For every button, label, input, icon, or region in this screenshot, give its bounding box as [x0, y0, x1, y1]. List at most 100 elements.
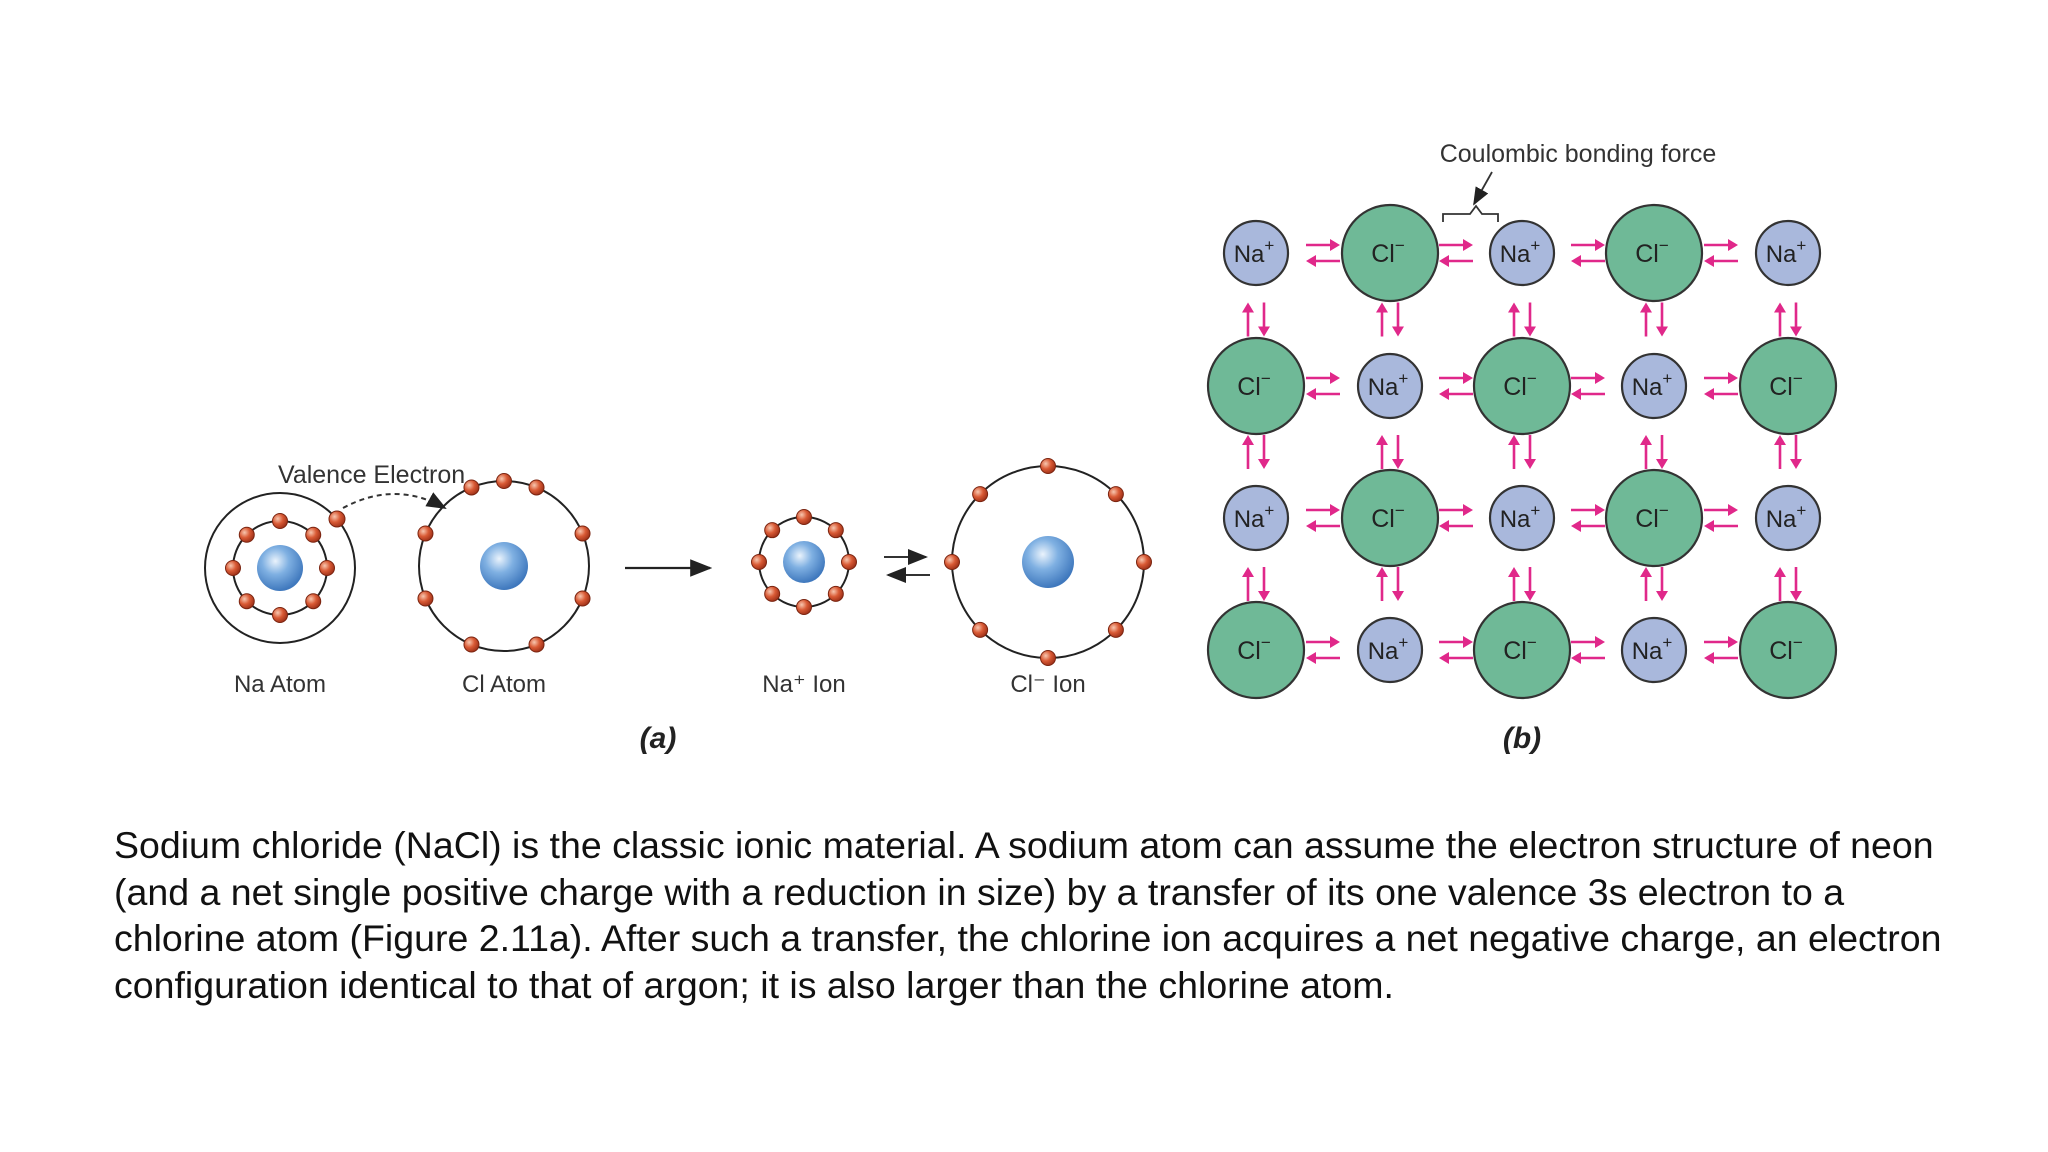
attraction-arrow — [1571, 504, 1605, 516]
attraction-arrow — [1242, 302, 1254, 337]
panel-b-ionic-lattice: Na+Cl−Na+Cl−Na+Cl−Na+Cl−Na+Cl−Na+Cl−Na+C… — [1206, 171, 1838, 700]
cl-ion: Cl− — [1604, 468, 1704, 568]
nucleus — [480, 542, 528, 590]
attraction-arrow — [1392, 567, 1404, 601]
attraction-arrow — [1640, 435, 1652, 469]
force-bracket — [1442, 204, 1499, 222]
na-atom-label: Na Atom — [234, 671, 326, 698]
na-ion: Na+ — [1356, 352, 1424, 420]
attraction-arrow — [1258, 435, 1270, 469]
electron — [238, 526, 255, 543]
attraction-arrow — [1524, 435, 1536, 469]
attraction-arrow — [1306, 636, 1340, 648]
attraction-arrow — [1774, 435, 1786, 469]
electron — [574, 525, 591, 542]
cl-ion: Cl− — [1472, 600, 1572, 700]
electron — [751, 554, 767, 570]
electron — [417, 525, 434, 542]
attraction-arrow — [1704, 652, 1738, 664]
cl-ion: Cl− — [1604, 203, 1704, 303]
attraction-arrow — [1439, 520, 1473, 532]
cl-ion: Cl− — [1472, 336, 1572, 436]
nucleus — [783, 541, 825, 583]
electron — [764, 522, 781, 539]
attraction-arrow — [1306, 520, 1340, 532]
cl-ion-symbol: Cl− — [1635, 236, 1669, 268]
electron — [528, 479, 545, 496]
electron — [1040, 650, 1056, 666]
attraction-arrow — [1656, 435, 1668, 469]
nucleus — [257, 545, 303, 591]
attraction-arrow — [1571, 652, 1605, 664]
cl-ion: Cl− — [1738, 336, 1838, 436]
electron — [496, 473, 512, 489]
cl-ion: Cl− — [1738, 600, 1838, 700]
attraction-arrow — [1704, 520, 1738, 532]
electron — [972, 486, 989, 503]
attraction-arrow — [1392, 435, 1404, 469]
attraction-arrow — [1258, 302, 1270, 337]
electron — [1107, 486, 1124, 503]
cl-ion-label: Cl⁻ Ion — [1010, 671, 1085, 698]
attraction-arrow — [1242, 435, 1254, 469]
attraction-arrow — [1571, 372, 1605, 384]
attraction-arrow — [1376, 567, 1388, 601]
attraction-arrow — [1439, 388, 1473, 400]
electron — [272, 607, 288, 623]
electron — [305, 593, 322, 610]
attraction-arrow — [1439, 636, 1473, 648]
na-ion: Na+ — [1620, 352, 1688, 420]
electron — [463, 636, 480, 653]
attraction-arrow — [1439, 652, 1473, 664]
na-ion: Na+ — [1488, 484, 1556, 552]
electron — [1040, 458, 1056, 474]
attraction-arrow — [1704, 239, 1738, 251]
attraction-arrow — [1571, 636, 1605, 648]
na-outer-shell — [204, 492, 356, 644]
attraction-arrow — [1306, 388, 1340, 400]
attraction-arrow — [1439, 239, 1473, 251]
electron — [841, 554, 857, 570]
attraction-arrow — [1640, 302, 1652, 337]
attraction-arrow — [1704, 372, 1738, 384]
electron — [972, 621, 989, 638]
electron — [1136, 554, 1152, 570]
electron — [305, 526, 322, 543]
electron — [463, 479, 480, 496]
na-ion: Na+ — [1222, 219, 1290, 287]
electron — [944, 554, 960, 570]
attraction-arrow — [1508, 302, 1520, 337]
valence-electron-label: Valence Electron — [278, 461, 465, 489]
attraction-arrow — [1439, 504, 1473, 516]
electron — [417, 590, 434, 607]
attraction-arrow — [1376, 302, 1388, 337]
electron — [272, 513, 288, 529]
valence-transfer-arrow — [342, 492, 447, 509]
panel-a-electron-transfer — [204, 458, 1152, 666]
cl-ion: Cl− — [1340, 203, 1440, 303]
nucleus — [1022, 536, 1074, 588]
electron — [764, 585, 781, 602]
electron — [238, 593, 255, 610]
cl-atom-label: Cl Atom — [462, 671, 546, 698]
attraction-arrow — [1704, 504, 1738, 516]
figure-caption: Sodium chloride (NaCl) is the classic io… — [114, 824, 1942, 1006]
attraction-arrow — [1571, 388, 1605, 400]
panel-a-label: (a) — [640, 722, 677, 755]
attraction-arrow — [1439, 372, 1473, 384]
attraction-arrow — [1704, 636, 1738, 648]
electron — [528, 636, 545, 653]
cl-ion: Cl− — [1206, 600, 1306, 700]
attraction-arrow — [1571, 520, 1605, 532]
electron — [827, 585, 844, 602]
attraction-arrow — [1508, 435, 1520, 469]
attraction-arrow — [1704, 388, 1738, 400]
attraction-arrow — [1704, 255, 1738, 267]
coulombic-force-label: Coulombic bonding force — [1440, 140, 1717, 168]
electron — [574, 590, 591, 607]
electron — [796, 599, 812, 615]
attraction-arrow — [1392, 302, 1404, 337]
na-ion-label: Na⁺ Ion — [762, 671, 845, 698]
attraction-arrow — [1656, 302, 1668, 337]
